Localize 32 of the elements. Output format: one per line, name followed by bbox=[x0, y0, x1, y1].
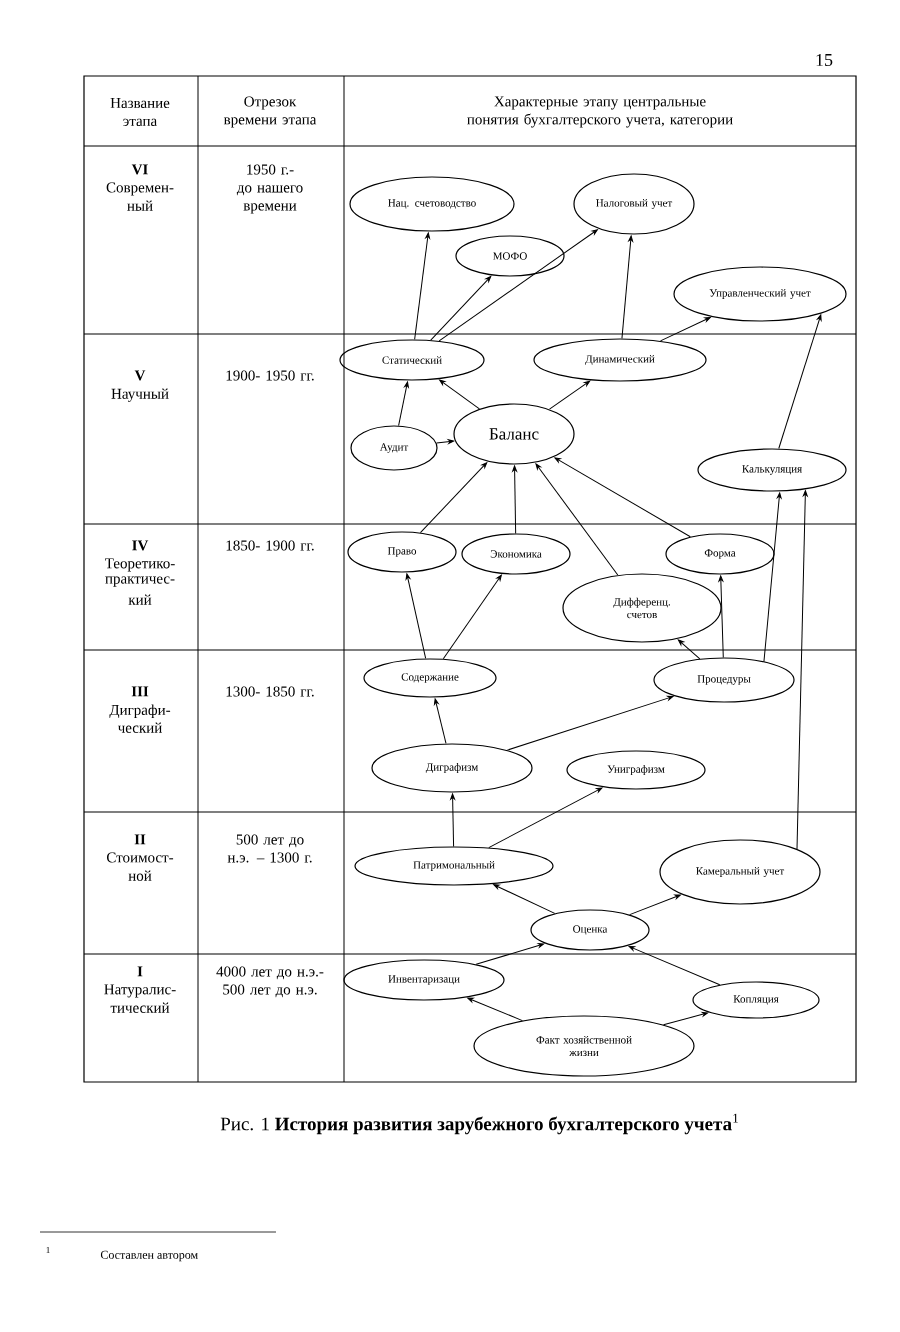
arrow bbox=[554, 457, 691, 538]
arrow bbox=[436, 439, 455, 444]
arrow bbox=[450, 793, 455, 847]
page-number: 15 bbox=[816, 53, 833, 67]
arrow bbox=[549, 380, 591, 410]
arrow bbox=[660, 317, 711, 342]
arrow bbox=[506, 695, 674, 751]
arrow bbox=[414, 232, 430, 340]
arrow bbox=[433, 698, 447, 744]
arrow bbox=[677, 639, 701, 660]
arrow bbox=[718, 575, 724, 658]
arrow bbox=[405, 573, 427, 659]
arrow bbox=[763, 492, 782, 662]
arrow bbox=[629, 894, 681, 916]
arrow bbox=[467, 997, 523, 1022]
arrow bbox=[663, 1011, 709, 1026]
arrow bbox=[419, 462, 488, 534]
arrow bbox=[439, 379, 480, 410]
arrow bbox=[430, 275, 492, 341]
arrow bbox=[621, 235, 634, 339]
arrow bbox=[493, 884, 556, 914]
arrow bbox=[398, 381, 409, 427]
arrow bbox=[628, 946, 721, 986]
arrow bbox=[778, 314, 822, 449]
caption: Рис. 1 История развития зарубежного бухгалтерского учета$^{1}$ bbox=[220, 1113, 738, 1135]
arrow bbox=[475, 943, 545, 965]
arrow bbox=[488, 787, 603, 849]
arrow bbox=[438, 229, 598, 342]
arrow bbox=[442, 574, 502, 660]
arrow bbox=[512, 465, 517, 534]
arrow bbox=[535, 463, 619, 576]
arrow bbox=[796, 490, 808, 850]
